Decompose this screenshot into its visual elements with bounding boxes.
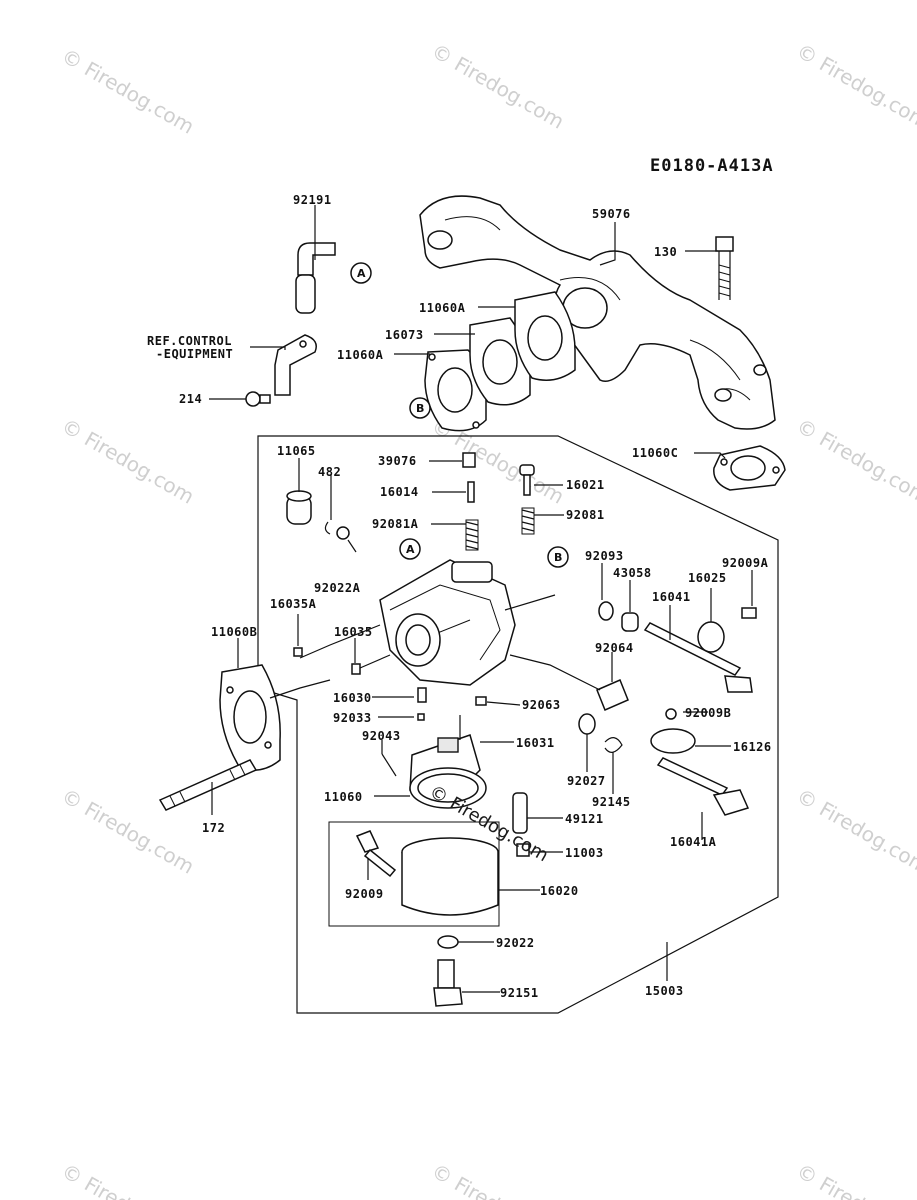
part-label-16021: 16021	[566, 478, 605, 492]
part-label-92033: 92033	[333, 711, 372, 725]
part-label-39076: 39076	[378, 454, 417, 468]
part-labels: 92191 59076 130 11060A 16073 11060A REF.…	[147, 193, 772, 1000]
part-label-92009b: 92009B	[685, 706, 731, 720]
callout-label: B	[554, 551, 562, 564]
part-label-16025: 16025	[688, 571, 727, 585]
watermark: © Firedog.com	[428, 1159, 569, 1200]
part-label-11060a: 11060A	[337, 348, 384, 362]
part-label-11060a: 11060A	[419, 301, 466, 315]
part-label-16126: 16126	[733, 740, 772, 754]
part-label-16041a: 16041A	[670, 835, 717, 849]
watermark: © Firedog.com	[793, 1159, 917, 1200]
watermark: © Firedog.com	[58, 1159, 199, 1200]
part-label-11060b: 11060B	[211, 625, 257, 639]
part-label-482: 482	[318, 465, 341, 479]
part-label-43058: 43058	[613, 566, 652, 580]
part-label-ref-equipment: -EQUIPMENT	[156, 347, 233, 361]
part-label-92063: 92063	[522, 698, 561, 712]
part-label-11060: 11060	[324, 790, 363, 804]
part-label-92093: 92093	[585, 549, 624, 563]
part-label-92027: 92027	[567, 774, 606, 788]
watermark: © Firedog.com	[428, 39, 569, 134]
watermark: © Firedog.com	[793, 414, 917, 509]
part-label-92022: 92022	[496, 936, 535, 950]
part-label-16035: 16035	[334, 625, 373, 639]
part-label-16035a: 16035A	[270, 597, 317, 611]
leader-lines	[209, 205, 753, 993]
part-label-16030: 16030	[333, 691, 372, 705]
callout-label: B	[416, 402, 424, 415]
callout-label: A	[406, 543, 415, 556]
part-label-16020: 16020	[540, 884, 579, 898]
part-label-92081a: 92081A	[372, 517, 419, 531]
callout-label: A	[357, 267, 366, 280]
watermark: © Firedog.com	[58, 44, 199, 139]
part-label-16073: 16073	[385, 328, 424, 342]
part-label-16041: 16041	[652, 590, 691, 604]
callout-a-top: A	[350, 262, 372, 284]
part-label-16031: 16031	[516, 736, 555, 750]
part-label-15003: 15003	[645, 984, 684, 998]
manifold-drawing	[245, 195, 786, 491]
part-label-172: 172	[202, 821, 225, 835]
part-label-92081: 92081	[566, 508, 605, 522]
part-label-92009a: 92009A	[722, 556, 769, 570]
watermark: © Firedog.com	[793, 39, 917, 134]
part-label-11003: 11003	[565, 846, 604, 860]
diagram-code: E0180-A413A	[650, 156, 774, 176]
callout-a-lower: A	[399, 538, 421, 560]
part-label-49121: 49121	[565, 812, 604, 826]
part-label-92151: 92151	[500, 986, 539, 1000]
part-label-92022a: 92022A	[314, 581, 361, 595]
part-label-16014: 16014	[380, 485, 419, 499]
part-label-11060c: 11060C	[632, 446, 678, 460]
watermark: © Firedog.com	[793, 784, 917, 879]
part-label-92009: 92009	[345, 887, 384, 901]
callout-b-lower: B	[547, 546, 569, 568]
carburetor-drawing	[158, 452, 757, 1007]
part-label-92191: 92191	[293, 193, 332, 207]
part-label-ref-control: REF.CONTROL	[147, 334, 232, 348]
part-label-92043: 92043	[362, 729, 401, 743]
part-label-92145: 92145	[592, 795, 631, 809]
part-label-59076: 59076	[592, 207, 631, 221]
part-label-130: 130	[654, 245, 677, 259]
callout-b-top: B	[409, 397, 431, 419]
part-label-11065: 11065	[277, 444, 316, 458]
part-label-214: 214	[179, 392, 202, 406]
part-label-92064: 92064	[595, 641, 634, 655]
watermark: © Firedog.com	[58, 414, 199, 509]
